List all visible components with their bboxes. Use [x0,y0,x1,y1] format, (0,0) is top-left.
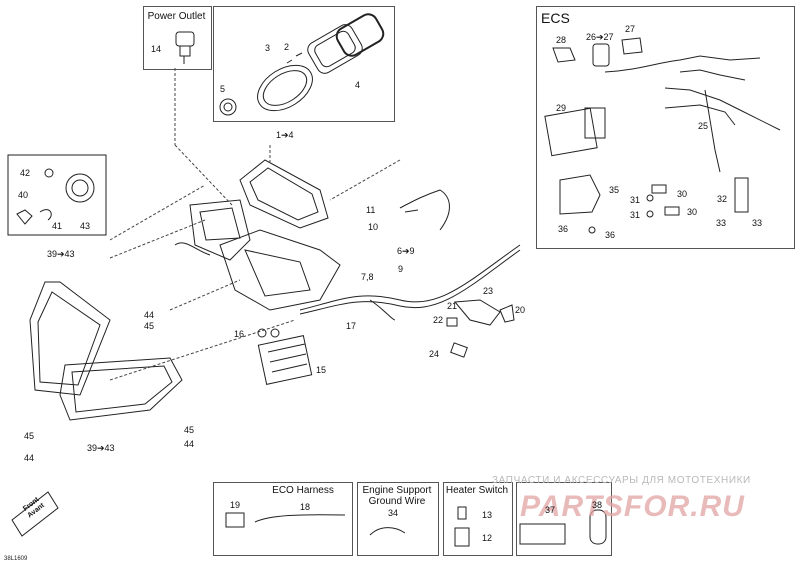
callout-25: 25 [698,121,709,131]
front-marker-arrow [11,491,59,537]
callout-32: 32 [717,194,728,204]
callout-5: 5 [220,84,226,94]
callout-27: 27 [625,24,636,34]
callout-28: 28 [556,35,567,45]
callout-44-bottom-left: 44 [24,453,35,463]
heater-switch-title: Heater Switch [445,485,509,496]
ecs-title: ECS [541,10,570,26]
callout-39-43-top: 39➔43 [47,249,75,259]
callout-1-4: 1➔4 [276,130,294,140]
callout-18: 18 [300,502,311,512]
watermark-line1: ЗАПЧАСТИ И АКСЕССУАРЫ ДЛЯ МОТОТЕХНИКИ [492,475,751,486]
callout-2: 2 [284,42,290,52]
headlight-housing [29,281,183,421]
callout-33-right: 33 [752,218,763,228]
callout-38: 38 [592,500,603,510]
gauge-cluster-exploded [219,13,385,116]
frame-bracket [174,199,341,311]
callout-35: 35 [609,185,620,195]
callout-44-bottom-right: 44 [184,439,195,449]
engine-support-title: Engine Support Ground Wire [362,485,432,507]
callout-3: 3 [265,43,271,53]
bottom-box-parts [225,506,607,547]
callout-41: 41 [52,221,63,231]
callout-23: 23 [483,286,494,296]
callout-33-left: 33 [716,218,727,228]
callout-4: 4 [355,80,361,90]
callout-40: 40 [18,190,29,200]
callout-42: 42 [20,168,31,178]
callout-20: 20 [515,305,526,315]
power-outlet-box [143,6,212,70]
callout-36-left: 36 [558,224,569,234]
callout-44-mid: 44 [144,310,155,320]
wiring-harness [299,189,521,321]
callout-34: 34 [388,508,399,518]
callout-45-bottom-left: 45 [24,431,35,441]
power-outlet-title: Power Outlet [147,11,206,22]
callout-24: 24 [429,349,440,359]
callout-45-bottom-right: 45 [184,425,195,435]
callout-43: 43 [80,221,91,231]
voltage-regulator-part [257,328,313,385]
bracket-right [446,299,515,358]
callout-45-mid: 45 [144,321,155,331]
callout-14: 14 [151,44,162,54]
callout-30-bottom: 30 [687,207,698,217]
callout-29: 29 [556,103,567,113]
callout-30-top: 30 [677,189,688,199]
callout-31-top: 31 [630,195,641,205]
callout-13: 13 [482,510,493,520]
callout-10: 10 [368,222,379,232]
callout-36-right: 36 [605,230,616,240]
gauge-cluster [239,159,329,229]
drawing-code: 38L1609 [4,556,28,562]
watermark-line2: PARTSFOR.RU [520,490,745,523]
callout-31-bottom: 31 [630,210,641,220]
callout-17: 17 [346,321,357,331]
callout-21: 21 [447,301,458,311]
callout-12: 12 [482,533,493,543]
gauge-box [213,6,395,122]
callout-15: 15 [316,365,327,375]
eco-harness-box [213,482,353,556]
ecs-box [536,6,795,249]
callout-16: 16 [234,329,245,339]
callout-9: 9 [398,264,404,274]
callout-37: 37 [545,505,556,515]
heater-switch-box [443,482,513,556]
callout-39-43-bottom: 39➔43 [87,443,115,453]
ecs-parts [544,37,781,234]
bulb-inset [7,154,107,236]
callout-11: 11 [366,205,376,215]
callout-19: 19 [230,500,241,510]
power-outlet-part [175,31,195,64]
callout-7-8: 7,8 [361,272,374,282]
callout-6-9: 6➔9 [397,246,415,256]
callout-26-27: 26➔27 [586,32,614,42]
callout-22: 22 [433,315,444,325]
parts-37-38-box [516,482,612,556]
engine-support-box [357,482,439,556]
eco-harness-title: ECO Harness [272,485,334,496]
